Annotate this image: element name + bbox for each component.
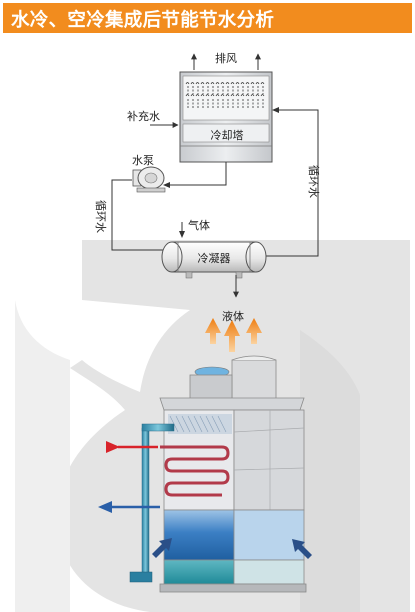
makeup-water-label: 补充水 <box>127 109 160 123</box>
condenser: 冷凝器 <box>161 241 267 279</box>
title-bar: 水冷、空冷集成后节能节水分析 <box>3 3 412 33</box>
air-inlet-arrow-left <box>152 538 172 558</box>
cool-outlet-arrow-icon <box>98 501 112 513</box>
piping <box>111 109 319 257</box>
exhaust-arrows <box>191 53 261 70</box>
cooling-tower-label: 冷却塔 <box>211 129 244 142</box>
page-title: 水冷、空冷集成后节能节水分析 <box>11 10 275 31</box>
fill-media <box>185 82 265 109</box>
gas-label: 气体 <box>188 218 210 232</box>
pump-label: 水泵 <box>132 154 154 167</box>
hot-inlet-arrow-icon <box>106 441 120 453</box>
circulating-water-right-label: 循环水 <box>307 165 320 198</box>
cooling-tower: 冷却塔 <box>179 71 273 163</box>
riser-pipe <box>141 427 150 579</box>
pump-icon <box>132 166 166 193</box>
exhaust-air-label: 排风 <box>215 51 237 65</box>
circulating-water-left-label: 循环水 <box>94 200 107 233</box>
rising-vapor-arrows <box>205 318 262 352</box>
liquid-label: 液体 <box>222 309 244 323</box>
integrated-cooler-unit <box>98 355 312 593</box>
air-inlet-arrow-right <box>292 539 312 559</box>
heat-exchange-coil <box>160 445 230 497</box>
condenser-label: 冷凝器 <box>198 251 231 265</box>
basin-pump-icon <box>129 571 153 583</box>
